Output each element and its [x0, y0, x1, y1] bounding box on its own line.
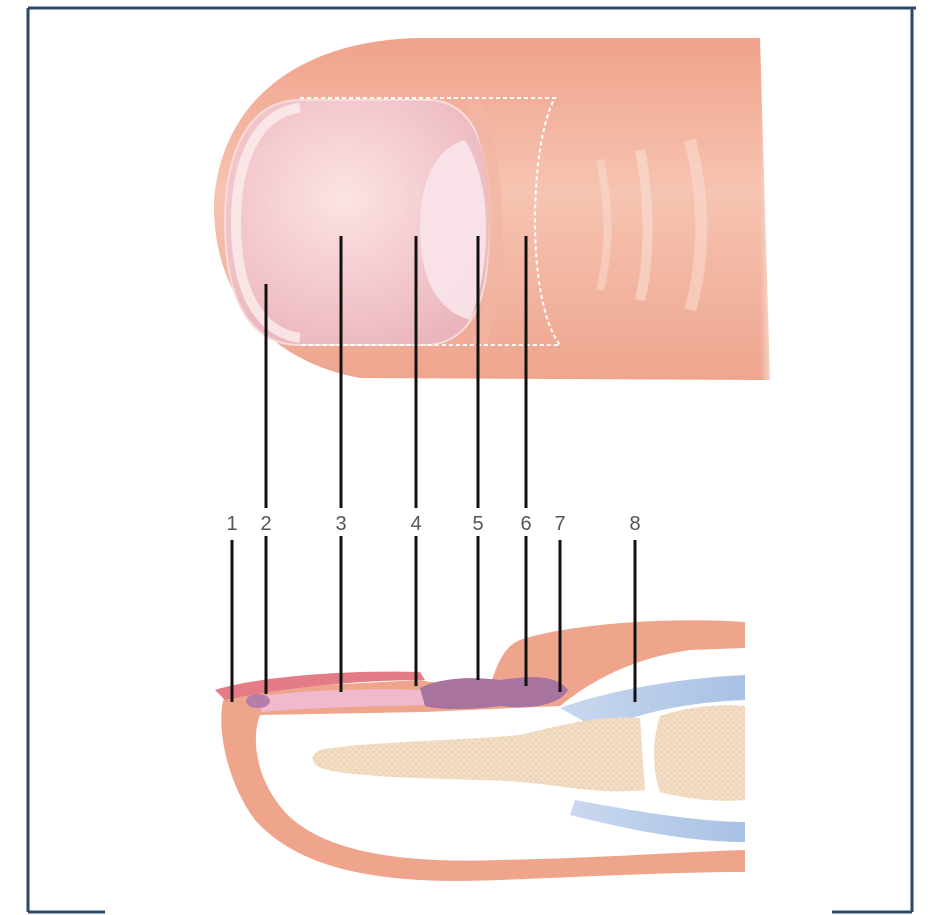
fingertip-exterior-view	[214, 30, 780, 390]
hyponychium	[246, 694, 270, 708]
callout-label-5: 5	[472, 513, 483, 535]
callout-label-8: 8	[629, 513, 640, 535]
callout-label-4: 4	[410, 513, 421, 535]
nail-matrix	[420, 677, 568, 709]
distal-phalanx	[313, 717, 646, 791]
callout-label-2: 2	[260, 513, 271, 535]
callout-labels: 1 2 3 4 5 6 7 8	[220, 508, 648, 536]
callout-label-3: 3	[335, 513, 346, 535]
middle-phalanx	[654, 705, 745, 800]
fingertip-cross-section	[215, 600, 775, 890]
callout-label-1: 1	[226, 513, 237, 535]
callout-label-6: 6	[520, 513, 531, 535]
callout-label-7: 7	[554, 513, 565, 535]
